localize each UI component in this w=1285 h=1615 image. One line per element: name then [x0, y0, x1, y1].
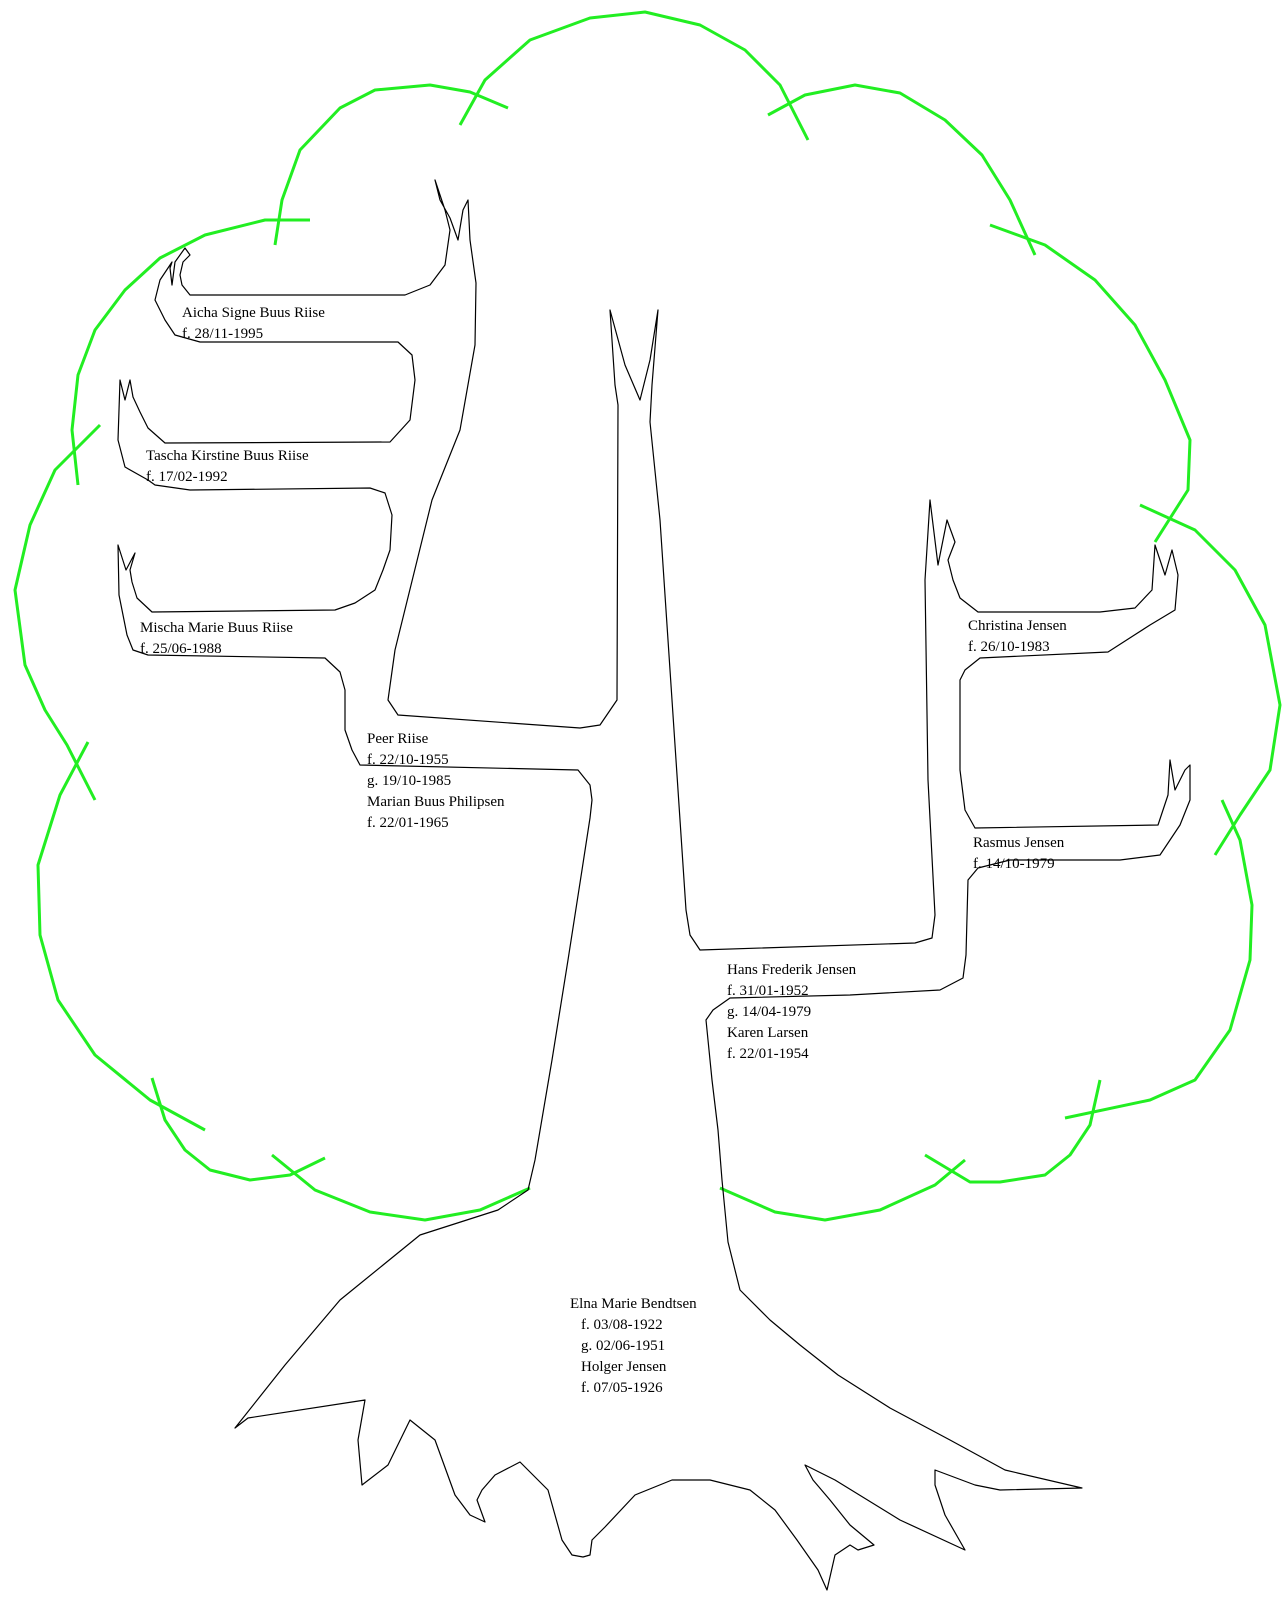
crown-arc-top-right — [767, 83, 1037, 256]
hans-spouse-born: f. 22/01-1954 — [727, 1046, 809, 1062]
tascha-born: f. 17/02-1992 — [146, 469, 228, 485]
tree-trunk — [117, 179, 1191, 1591]
hans-name: Hans Frederik Jensen — [727, 962, 857, 978]
rasmus-born: f. 14/10-1979 — [973, 856, 1055, 872]
crown-arc-right-upper — [989, 223, 1192, 543]
elna-married: g. 02/06-1951 — [581, 1338, 665, 1354]
crown-arc-left-middle — [13, 423, 102, 801]
elna-born: f. 03/08-1922 — [581, 1317, 663, 1333]
elna-spouse-born: f. 07/05-1926 — [581, 1380, 663, 1396]
crown-arc-top-left — [273, 83, 509, 246]
person-elna: Elna Marie Bendtsen f. 03/08-1922 g. 02/… — [570, 1296, 697, 1396]
hans-spouse: Karen Larsen — [727, 1025, 809, 1041]
rasmus-name: Rasmus Jensen — [973, 835, 1065, 851]
person-hans: Hans Frederik Jensen f. 31/01-1952 g. 14… — [727, 962, 857, 1062]
person-aicha: Aicha Signe Buus Riise f. 28/11-1995 — [182, 305, 325, 342]
person-labels: Aicha Signe Buus Riise f. 28/11-1995 Tas… — [140, 305, 1067, 1396]
aicha-born: f. 28/11-1995 — [182, 326, 263, 342]
christina-name: Christina Jensen — [968, 618, 1067, 634]
christina-born: f. 26/10-1983 — [968, 639, 1050, 655]
crown-arc-right-lower — [1064, 799, 1254, 1120]
peer-born: f. 22/10-1955 — [367, 752, 449, 768]
aicha-name: Aicha Signe Buus Riise — [182, 305, 325, 321]
crown-arc-left-lower — [36, 741, 206, 1132]
person-christina: Christina Jensen f. 26/10-1983 — [968, 618, 1067, 655]
crown-arc-bottom-left-b — [271, 1153, 531, 1222]
person-peer: Peer Riise f. 22/10-1955 g. 19/10-1985 M… — [367, 731, 505, 831]
crown-arc-bottom-right-b — [924, 1079, 1102, 1184]
person-mischa: Mischa Marie Buus Riise f. 25/06-1988 — [140, 620, 293, 657]
crown-arc-bottom-right-a — [719, 1158, 966, 1222]
tree-crown — [13, 10, 1282, 1222]
person-tascha: Tascha Kirstine Buus Riise f. 17/02-1992 — [146, 448, 309, 485]
peer-name: Peer Riise — [367, 731, 429, 747]
mischa-name: Mischa Marie Buus Riise — [140, 620, 293, 636]
elna-name: Elna Marie Bendtsen — [570, 1296, 697, 1312]
trunk-branch-outline — [117, 179, 1191, 1591]
peer-married: g. 19/10-1985 — [367, 773, 451, 789]
peer-spouse-born: f. 22/01-1965 — [367, 815, 449, 831]
elna-spouse: Holger Jensen — [581, 1359, 667, 1375]
crown-arc-top — [458, 10, 810, 141]
hans-born: f. 31/01-1952 — [727, 983, 809, 999]
person-rasmus: Rasmus Jensen f. 14/10-1979 — [973, 835, 1065, 872]
crown-arc-left-upper — [70, 218, 310, 486]
peer-spouse: Marian Buus Philipsen — [367, 794, 505, 810]
crown-arc-bottom-left-a — [150, 1077, 326, 1182]
mischa-born: f. 25/06-1988 — [140, 641, 222, 657]
tascha-name: Tascha Kirstine Buus Riise — [146, 448, 309, 464]
crown-arc-right-middle — [1139, 503, 1282, 856]
hans-married: g. 14/04-1979 — [727, 1004, 811, 1020]
